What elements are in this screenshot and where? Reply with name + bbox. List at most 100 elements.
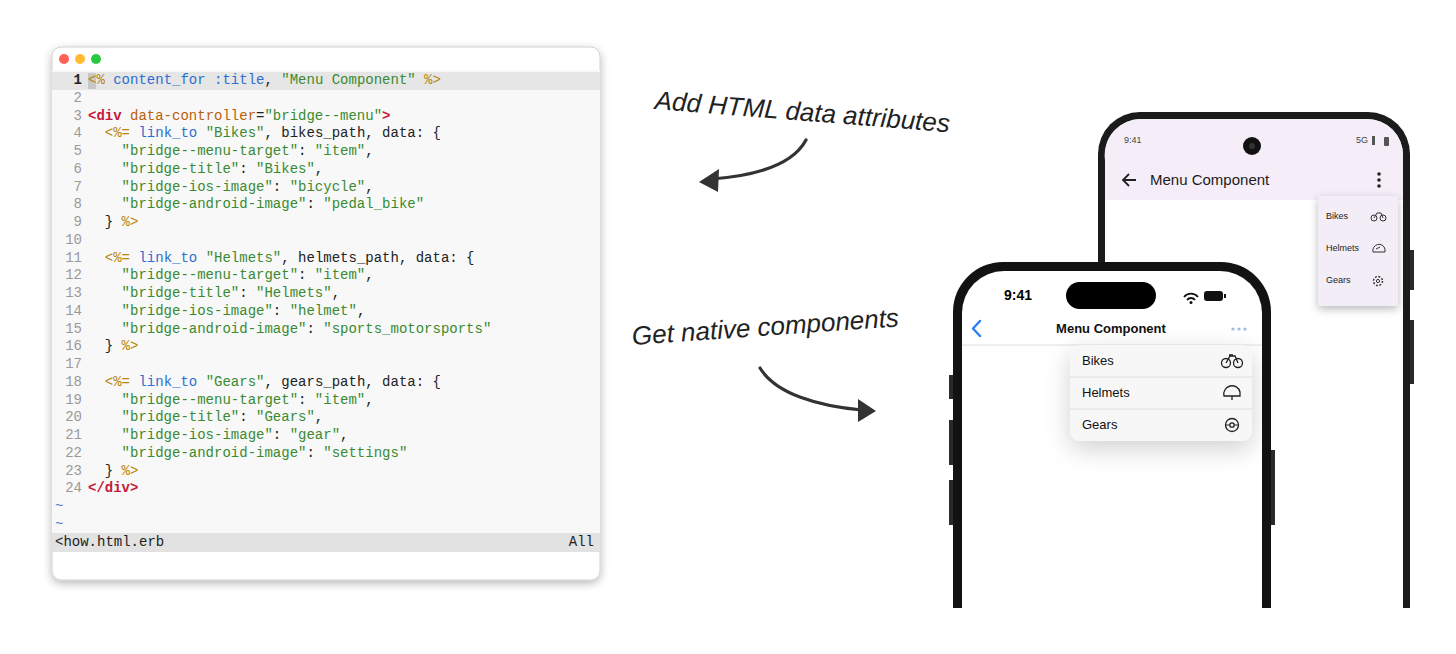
code-token: "item" <box>315 267 365 283</box>
iphone-part <box>1231 327 1234 330</box>
line-number: 1 <box>74 72 82 90</box>
code-line: "bridge-android-image": "sports_motorspo… <box>88 321 491 339</box>
code-token: %> <box>122 338 139 354</box>
empty-line-marker: ~ <box>55 516 63 534</box>
code-token: "bridge-android-image" <box>122 321 307 337</box>
code-token: "Menu Component" <box>281 72 415 88</box>
android-phone-part <box>1377 184 1381 188</box>
code-token: "bridge-title" <box>122 409 240 425</box>
android-phone-part <box>1384 137 1389 146</box>
code-token: "bridge-android-image" <box>122 196 307 212</box>
iphone-part <box>1190 301 1193 304</box>
code-line: "bridge-android-image": "pedal_bike" <box>88 196 424 214</box>
line-number: 5 <box>74 143 82 161</box>
iphone-part <box>1184 294 1198 300</box>
editor-window-part <box>52 533 600 552</box>
code-token: content_for <box>113 72 205 88</box>
android-phone: 9:415GMenu ComponentBikesHelmetsGears <box>1098 112 1410 608</box>
android-phone-part <box>1377 172 1381 176</box>
android-menu-part <box>1373 244 1385 252</box>
editor-window-part <box>52 47 600 580</box>
code-token: "sports_motorsports" <box>323 321 491 337</box>
menu-item: Helmets <box>1082 385 1130 401</box>
code-token: link_to <box>138 250 197 266</box>
code-token: %> <box>122 463 139 479</box>
menu-item: Gears <box>1326 275 1351 286</box>
code-token: "Helmets" <box>206 250 282 266</box>
code-token: "Gears" <box>256 409 315 425</box>
code-line: } %> <box>88 214 138 232</box>
code-line: <%= link_to "Gears", gears_path, data: { <box>88 374 441 392</box>
line-number: 10 <box>65 232 82 250</box>
code-token: "bridge-android-image" <box>122 445 307 461</box>
code-token: "bridge--menu-target" <box>122 143 298 159</box>
annotation-arrow-part <box>712 140 806 179</box>
code-token: <%= <box>105 374 130 390</box>
ios-menu-part <box>1070 377 1252 378</box>
code-line: </div> <box>88 480 138 498</box>
code-token: "bridge--menu" <box>264 108 382 124</box>
android-phone-part <box>1123 174 1136 186</box>
ios-menu-part <box>1224 386 1240 400</box>
code-line: "bridge-ios-image": "helmet", <box>88 303 365 321</box>
line-number: 6 <box>74 161 82 179</box>
code-token: %> <box>424 72 441 88</box>
code-editor-window: <% content_for :title, "Menu Component" … <box>52 47 600 580</box>
editor-window-part <box>91 54 101 64</box>
ios-menu: BikesHelmetsGears <box>1070 345 1252 441</box>
editor-window-part <box>52 70 600 533</box>
line-number: 19 <box>65 392 82 410</box>
empty-line-marker: ~ <box>55 498 63 516</box>
ios-menu-part <box>1226 419 1239 432</box>
line-number: 23 <box>65 463 82 481</box>
network-label: 5G <box>1356 135 1368 146</box>
menu-item: Helmets <box>1326 243 1359 254</box>
code-line: <div data-controller="bridge--menu"> <box>88 108 390 126</box>
code-line: "bridge-ios-image": "bicycle", <box>88 179 374 197</box>
android-phone-part <box>1105 119 1403 200</box>
line-number: 3 <box>74 108 82 126</box>
code-line: } %> <box>88 338 138 356</box>
code-token: "bridge-ios-image" <box>122 427 273 443</box>
code-token: "bicycle" <box>290 179 366 195</box>
line-number: 7 <box>74 179 82 197</box>
code-token: %> <box>122 214 139 230</box>
android-menu-part <box>1374 277 1383 286</box>
android-menu-part <box>1318 196 1398 306</box>
iphone-part <box>1066 282 1156 309</box>
code-token: "bridge-ios-image" <box>122 179 273 195</box>
code-token: "item" <box>315 392 365 408</box>
code-line: "bridge-android-image": "settings" <box>88 445 407 463</box>
ios-menu <box>1070 345 1252 441</box>
code-token: > <box>382 108 390 124</box>
iphone-part <box>1224 294 1226 298</box>
android-phone-part <box>1372 136 1375 145</box>
android-phone-part <box>1249 143 1255 149</box>
android-menu-part <box>1374 213 1383 218</box>
page-ground <box>900 608 1456 654</box>
line-number: 22 <box>65 445 82 463</box>
annotation-arrow-part <box>858 399 876 422</box>
nav-bar-title: Menu Component <box>1056 321 1166 337</box>
code-token: "Gears" <box>206 374 265 390</box>
line-number: 2 <box>74 90 82 108</box>
handwritten-note: Get native components <box>631 301 900 352</box>
line-number: 12 <box>65 267 82 285</box>
code-line: <%= link_to "Bikes", bikes_path, data: { <box>88 125 441 143</box>
code-token: "bridge-ios-image" <box>122 303 273 319</box>
iphone-part <box>1237 327 1240 330</box>
ios-menu-part <box>1070 345 1252 441</box>
code-token: "Bikes" <box>256 161 315 177</box>
menu-item: Gears <box>1082 417 1117 433</box>
line-number: 24 <box>65 480 82 498</box>
iphone-part <box>1243 327 1246 330</box>
code-token: <%= <box>105 125 130 141</box>
code-line: "bridge--menu-target": "item", <box>88 392 374 410</box>
code-token: > <box>130 480 138 496</box>
ios-menu-part <box>1230 423 1234 427</box>
code-line: <%= link_to "Helmets", helmets_path, dat… <box>88 250 475 268</box>
line-number: 16 <box>65 338 82 356</box>
code-line: } %> <box>88 463 138 481</box>
code-token: :title <box>214 72 264 88</box>
